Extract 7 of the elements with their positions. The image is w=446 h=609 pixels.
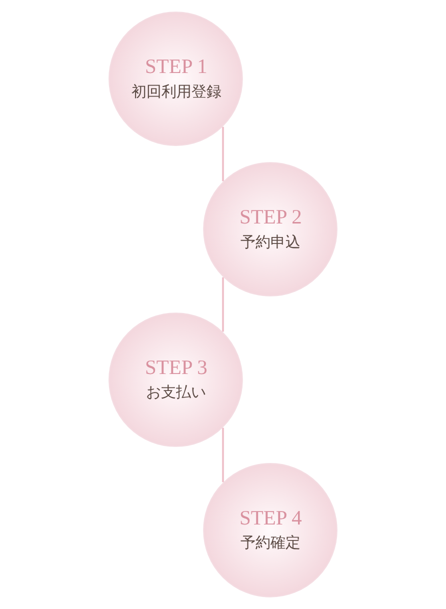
- node-circle: STEP 4 予約確定: [203, 463, 338, 598]
- connector: [222, 126, 224, 182]
- node-circle: STEP 2 予約申込: [203, 162, 338, 296]
- node-circle: STEP 3 お支払い: [108, 312, 243, 447]
- connector: [222, 428, 224, 482]
- node-circle: STEP 1 初回利用登録: [108, 12, 243, 146]
- connector: [222, 277, 224, 332]
